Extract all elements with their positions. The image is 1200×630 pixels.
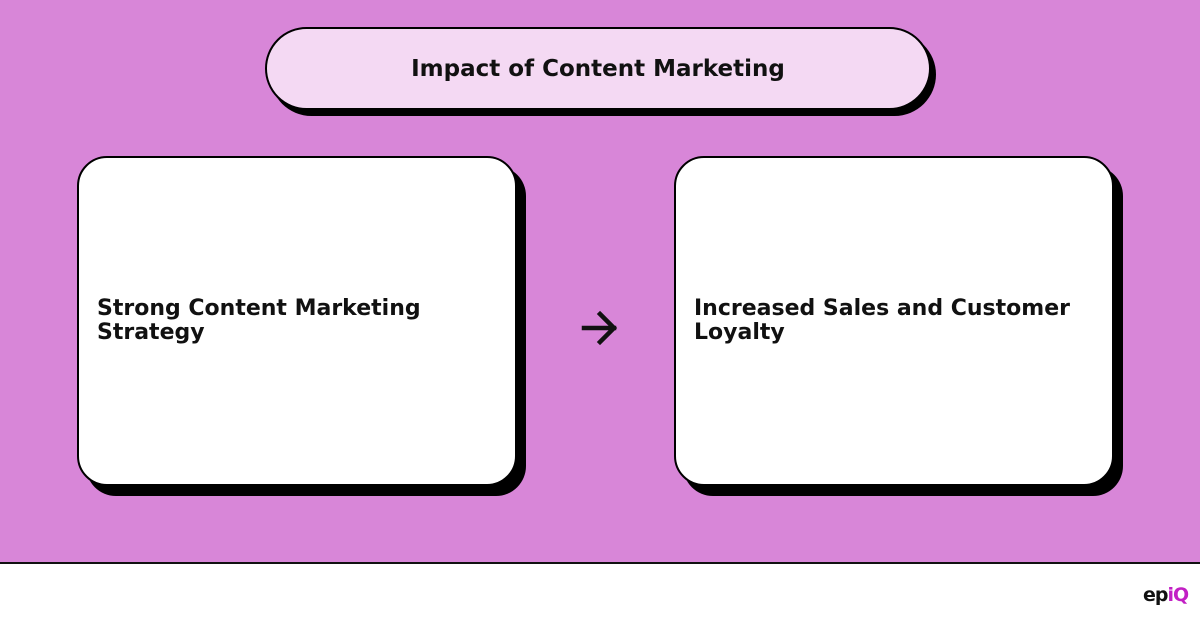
diagram-title: Impact of Content Marketing: [411, 55, 785, 82]
arrow-right-icon: [581, 310, 618, 346]
node-label: Increased Sales and Customer Loyalty: [694, 296, 1070, 345]
node-label: Strong Content Marketing Strategy: [97, 296, 421, 345]
title-pill: Impact of Content Marketing: [265, 27, 931, 110]
logo-text-part1: ep: [1143, 584, 1168, 606]
node-outcome: Increased Sales and Customer Loyalty: [674, 156, 1114, 486]
logo-text-part2: iQ: [1167, 584, 1190, 606]
epiq-logo: epiQ: [1143, 584, 1190, 606]
diagram-canvas: Impact of Content Marketing Strong Conte…: [0, 0, 1200, 564]
node-strategy: Strong Content Marketing Strategy: [77, 156, 517, 486]
